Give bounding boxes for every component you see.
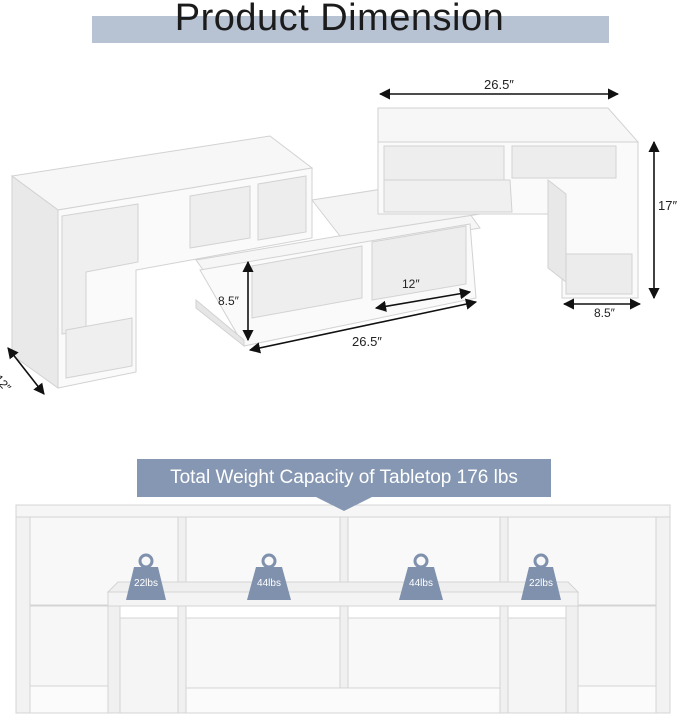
weight-label-4: 22lbs <box>529 578 553 589</box>
weight-label-2: 44lbs <box>257 578 281 589</box>
weight-icons <box>126 553 561 600</box>
title-highlight-bar <box>92 16 609 43</box>
page-title: Product Dimension <box>174 0 505 39</box>
front-view-shelf <box>15 504 671 714</box>
inner-height-label: 8.5″ <box>218 294 239 308</box>
weight-icon <box>247 553 291 600</box>
right-shelf-unit <box>377 107 640 299</box>
dimension-lines <box>7 88 660 395</box>
top-width-label: 26.5″ <box>484 77 514 92</box>
height-label: 17″ <box>658 198 678 213</box>
bottom-width-line <box>248 298 478 354</box>
weight-icon <box>521 553 561 600</box>
weight-label-1: 22lbs <box>134 578 158 589</box>
bottom-width-label: 26.5″ <box>352 334 382 349</box>
left-shelf-unit <box>10 135 314 389</box>
inner-depth-label: 12″ <box>402 277 420 291</box>
weight-icon <box>399 553 443 600</box>
side-depth-line <box>7 347 45 395</box>
banner-pointer <box>316 497 372 511</box>
weight-capacity-banner: Total Weight Capacity of Tabletop 176 lb… <box>137 459 551 497</box>
weight-label-3: 44lbs <box>409 578 433 589</box>
weight-icon <box>126 553 166 600</box>
depth-right-label: 8.5″ <box>594 306 615 320</box>
